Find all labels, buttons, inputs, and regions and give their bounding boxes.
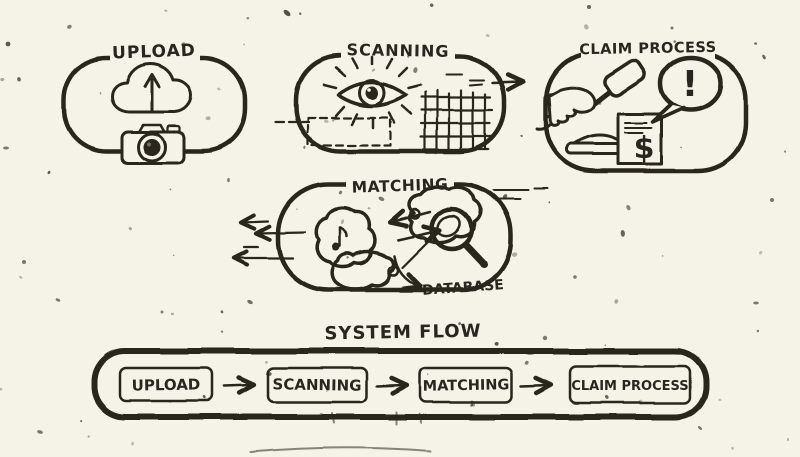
flow-arrows — [222, 375, 554, 396]
scan-region-dashed-box — [306, 116, 392, 147]
database-label: DATABASE — [422, 277, 505, 299]
database-arrow — [392, 254, 423, 291]
cloud-upload-icon — [110, 62, 193, 114]
hand-icon — [535, 86, 596, 131]
flow-step-box-upload — [118, 366, 214, 403]
flow-step-scanning: SCANNING — [272, 375, 361, 395]
exclamation-symbol: ! — [682, 64, 698, 105]
audio-blob-icon — [315, 206, 399, 292]
flow-step-box-matching — [418, 366, 514, 404]
stray-marks — [249, 411, 431, 453]
scanning-to-claim-arrow — [469, 72, 526, 93]
speed-lines-right — [493, 187, 548, 200]
gavel-icon — [583, 58, 647, 113]
flow-step-claim-process: CLAIM PROCESS — [571, 379, 688, 394]
scan-grid-icon — [419, 88, 494, 154]
scanning-label: SCANNING — [346, 40, 449, 61]
flow-step-matching: MATCHING — [423, 377, 510, 395]
claim-process-label: CLAIM PROCESS — [579, 40, 717, 58]
alert-bubble-icon — [651, 55, 724, 124]
eye-rays — [322, 55, 422, 130]
flow-step-upload: UPLOAD — [132, 375, 201, 394]
system-flow-title: SYSTEM FLOW — [324, 321, 481, 345]
matching-label: MATCHING — [351, 175, 448, 196]
flow-step-box-claim-process — [568, 364, 692, 405]
match-exchange-arrows — [387, 209, 443, 270]
sketch-icons — [110, 55, 724, 453]
invoice-icon — [616, 112, 664, 166]
music-note-icon — [332, 226, 349, 251]
upload-label: UPLOAD — [112, 41, 196, 64]
system-flow-container — [91, 348, 709, 420]
camera-icon — [120, 123, 186, 165]
speed-lines-left — [231, 212, 307, 267]
flow-step-box-scanning — [266, 366, 369, 404]
paper-speckles — [0, 3, 789, 450]
dollar-symbol: $ — [634, 131, 655, 166]
labels: UPLOAD SCANNING CLAIM PROCESS MATCHING D… — [112, 40, 717, 395]
label-gaps — [110, 45, 715, 191]
eye-icon — [322, 55, 422, 130]
